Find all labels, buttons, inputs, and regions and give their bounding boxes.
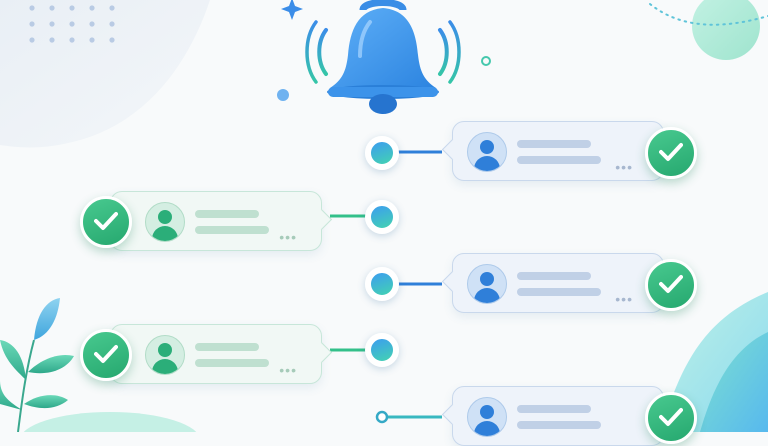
placeholder-line: [517, 421, 601, 429]
notification-card[interactable]: [441, 386, 664, 446]
placeholder-line: [517, 288, 601, 296]
timeline-node: [365, 267, 399, 301]
checkmark-icon: [80, 329, 132, 381]
notification-card[interactable]: •••: [441, 253, 664, 313]
placeholder-line: [195, 343, 259, 351]
timeline-node: [365, 136, 399, 170]
notification-card[interactable]: •••: [110, 324, 333, 384]
notification-card[interactable]: •••: [110, 191, 333, 251]
checkmark-icon: [645, 392, 697, 444]
blob-bottom-right-front: [700, 332, 768, 432]
placeholder-line: [195, 226, 269, 234]
placeholder-line: [195, 210, 259, 218]
placeholder-line: [195, 359, 269, 367]
checkmark-icon: [645, 259, 697, 311]
circle-top-right: [692, 0, 760, 60]
checkmark-icon: [645, 127, 697, 179]
placeholder-line: [517, 156, 601, 164]
more-dots-icon[interactable]: •••: [615, 291, 633, 307]
leaf-icon: [0, 298, 74, 432]
timeline-end-node: [375, 410, 389, 424]
user-icon: [145, 335, 185, 375]
sparkle-ring: [481, 56, 491, 66]
blob-bottom-left: [23, 412, 197, 432]
dot-grid: [29, 5, 115, 43]
placeholder-line: [517, 405, 591, 413]
user-icon: [467, 132, 507, 172]
timeline-node: [365, 200, 399, 234]
more-dots-icon[interactable]: •••: [615, 159, 633, 175]
sparkle-dot: [277, 89, 289, 101]
user-icon: [145, 202, 185, 242]
user-icon: [467, 397, 507, 437]
checkmark-icon: [80, 196, 132, 248]
timeline-node: [365, 333, 399, 367]
blob-top-left: [0, 0, 210, 148]
placeholder-line: [517, 140, 591, 148]
sparkle-star: [281, 0, 303, 20]
more-dots-icon[interactable]: •••: [279, 362, 297, 378]
bell-icon: [305, 0, 461, 114]
notification-card[interactable]: •••: [441, 121, 664, 181]
dotted-arc: [649, 3, 768, 26]
more-dots-icon[interactable]: •••: [279, 229, 297, 245]
placeholder-line: [517, 272, 591, 280]
user-icon: [467, 264, 507, 304]
